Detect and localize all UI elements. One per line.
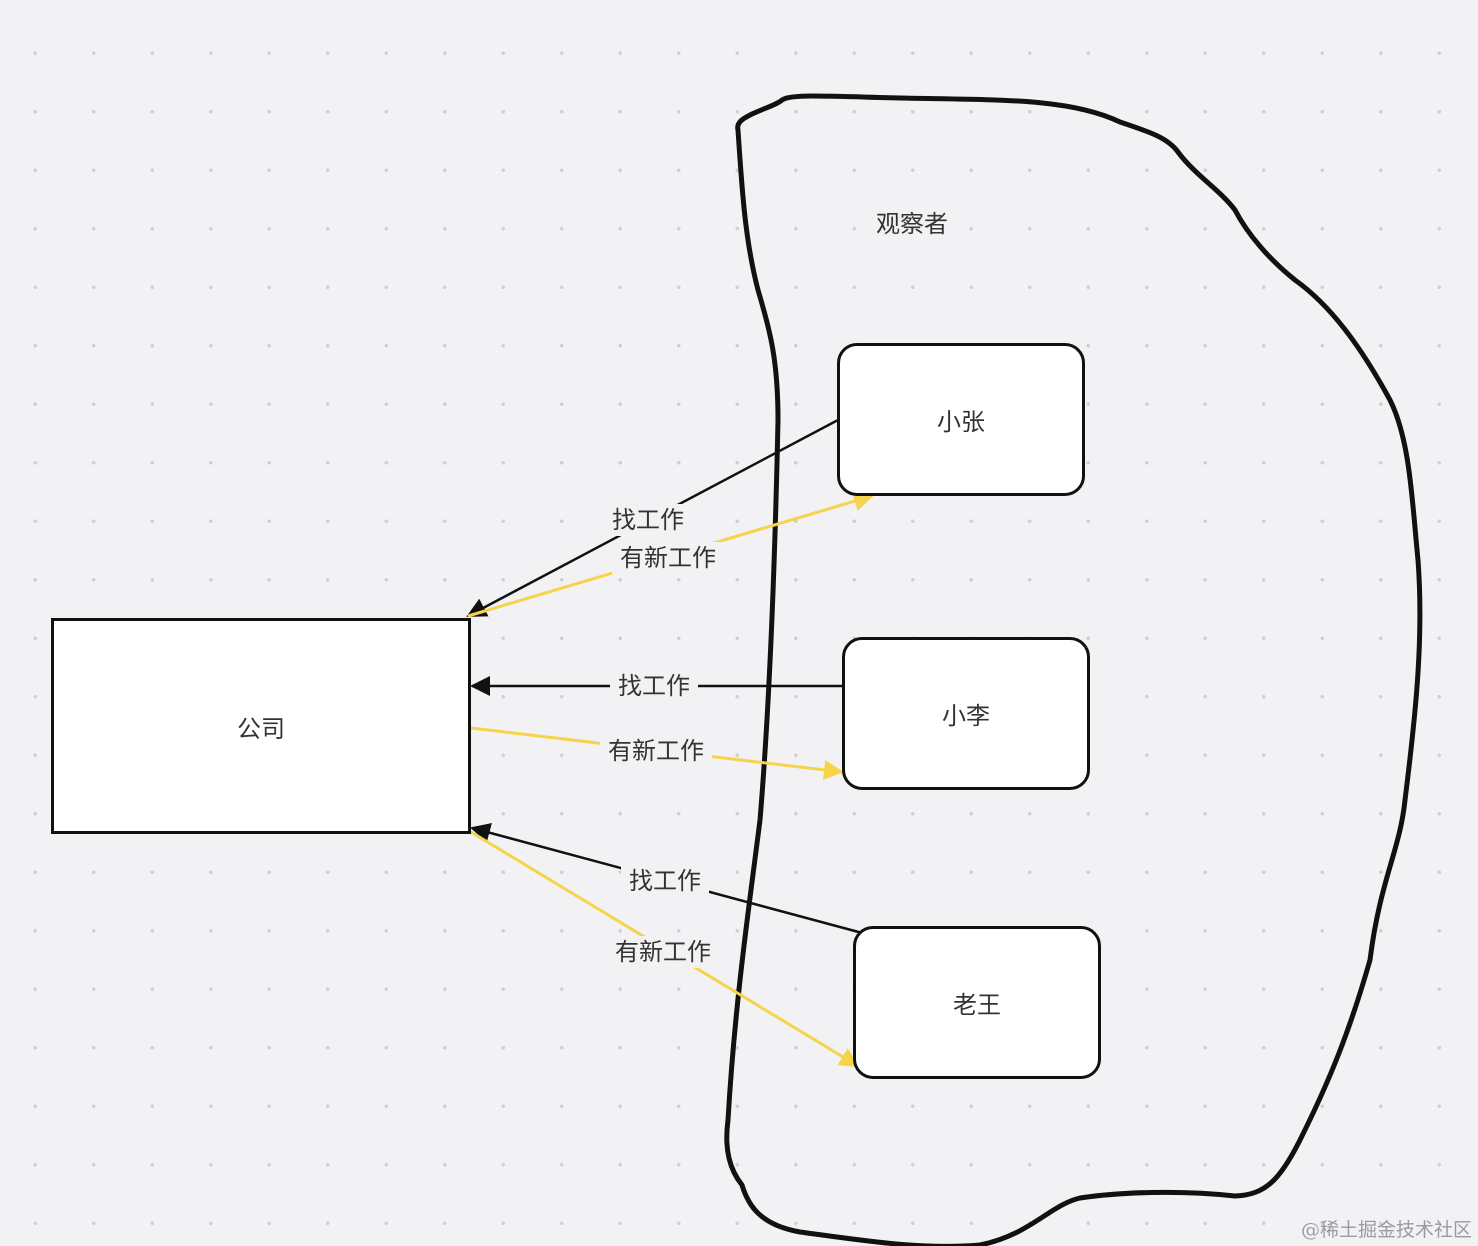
edge-label-find-job-xiaozhang: 找工作 (604, 504, 692, 536)
observer-label-xiaozhang: 小张 (937, 408, 985, 436)
edge-label-new-job-xiaozhang: 有新工作 (612, 542, 724, 574)
observer-group-label: 观察者 (876, 210, 948, 238)
observer-node-xiaoli[interactable]: 小李 (842, 637, 1090, 790)
edge-label-find-job-xiaoli: 找工作 (610, 670, 698, 702)
edge-label-find-job-laowang: 找工作 (621, 865, 709, 897)
observer-group-boundary (724, 93, 1423, 1246)
observer-node-xiaozhang[interactable]: 小张 (837, 343, 1085, 496)
edge-label-new-job-xiaoli: 有新工作 (600, 735, 712, 767)
observer-node-laowang[interactable]: 老王 (853, 926, 1101, 1079)
company-node[interactable]: 公司 (51, 618, 471, 834)
watermark: @稀土掘金技术社区 (1300, 1219, 1472, 1241)
edge-label-new-job-laowang: 有新工作 (607, 936, 719, 968)
observer-label-laowang: 老王 (953, 991, 1001, 1019)
observer-label-xiaoli: 小李 (942, 702, 990, 730)
company-label: 公司 (237, 714, 285, 743)
